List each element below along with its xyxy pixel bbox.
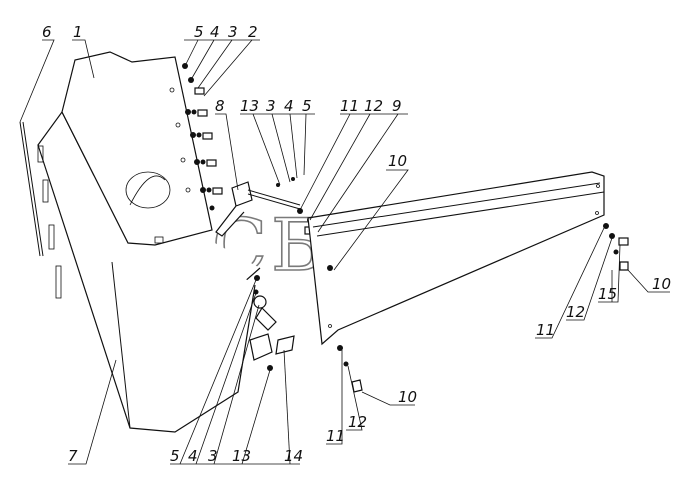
callout-13-mid: 13 <box>240 97 259 115</box>
callout-10-upper: 10 <box>388 152 407 170</box>
callout-11-mid: 11 <box>340 97 359 115</box>
callout-4-mid: 4 <box>284 97 294 115</box>
callout-7: 7 <box>68 447 78 465</box>
bolt-stack-right <box>603 223 629 271</box>
part-9-arm <box>307 171 605 346</box>
part-6-rod <box>19 121 44 257</box>
callout-6: 6 <box>42 23 52 41</box>
callout-9: 9 <box>392 97 402 115</box>
callout-10-right: 10 <box>652 275 671 293</box>
callout-11-right: 11 <box>536 321 555 339</box>
callout-15: 15 <box>598 285 617 303</box>
callout-10-lower: 10 <box>398 388 417 406</box>
bolt-stack-lower <box>337 345 363 393</box>
callout-3-bottom: 3 <box>208 447 218 465</box>
callout-5-bottom: 5 <box>170 447 180 465</box>
bolt-stack-upper <box>182 63 223 211</box>
callout-11-lower: 11 <box>326 427 345 445</box>
callout-3-top: 3 <box>228 23 238 41</box>
callout-1: 1 <box>73 23 83 41</box>
callout-2-top: 2 <box>248 23 258 41</box>
callout-3-mid: 3 <box>266 97 276 115</box>
callout-5-top: 5 <box>194 23 204 41</box>
callout-12-lower: 12 <box>348 413 367 431</box>
part-1-plate <box>61 51 213 246</box>
leader-lines <box>19 39 670 465</box>
callout-12-right: 12 <box>566 303 585 321</box>
callout-labels: 6 1 5 4 3 2 8 13 3 4 5 11 12 9 10 10 15 … <box>42 23 671 465</box>
callout-12-mid: 12 <box>364 97 383 115</box>
callout-14: 14 <box>284 447 303 465</box>
callout-13-bottom: 13 <box>232 447 251 465</box>
callout-8: 8 <box>215 97 225 115</box>
callout-4-top: 4 <box>210 23 220 41</box>
callout-4-bottom: 4 <box>188 447 198 465</box>
lower-bracket-assembly <box>249 275 295 371</box>
callout-5-mid: 5 <box>302 97 312 115</box>
